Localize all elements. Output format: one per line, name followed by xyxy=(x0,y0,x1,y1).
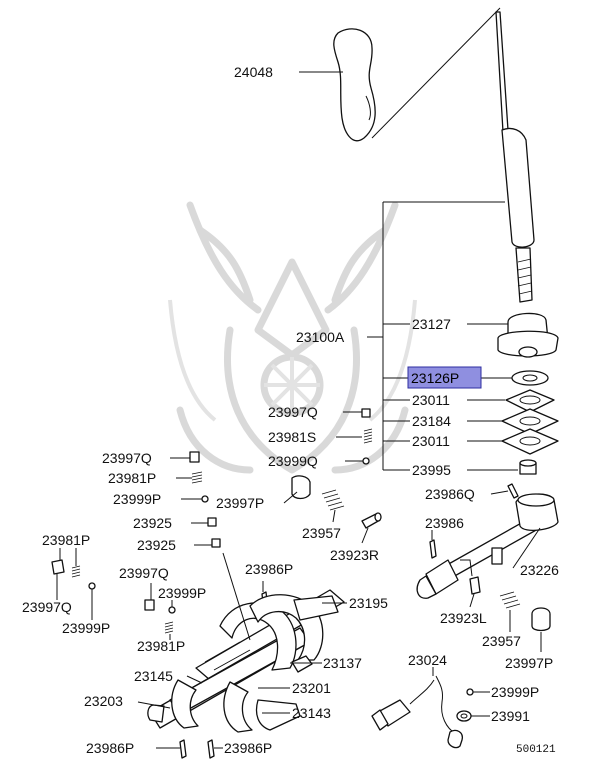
label-23997Q-far[interactable]: 23997Q xyxy=(22,599,72,615)
label-23923R[interactable]: 23923R xyxy=(330,547,379,563)
small-parts-center-left xyxy=(144,583,176,640)
label-23184[interactable]: 23184 xyxy=(412,413,451,429)
watermark-emblem xyxy=(168,201,417,474)
label-23999P-bottom-right[interactable]: 23999P xyxy=(491,684,539,700)
detent-parts-right xyxy=(469,576,551,652)
part-labels: 24048 23100A 23127 23126P 23011 23184 23… xyxy=(22,64,559,756)
label-23981S[interactable]: 23981S xyxy=(268,429,316,445)
label-23997Q-center[interactable]: 23997Q xyxy=(119,565,169,581)
label-23997Q-top[interactable]: 23997Q xyxy=(268,404,318,420)
label-23923L[interactable]: 23923L xyxy=(440,610,487,626)
label-23143[interactable]: 23143 xyxy=(292,705,331,721)
label-23957-right[interactable]: 23957 xyxy=(482,633,521,649)
label-23999P-far[interactable]: 23999P xyxy=(62,620,110,636)
label-23997P-right[interactable]: 23997P xyxy=(505,655,553,671)
label-23986P-bottom-left[interactable]: 23986P xyxy=(86,740,134,756)
label-23145[interactable]: 23145 xyxy=(134,668,173,684)
shift-fork-assembly xyxy=(147,589,345,733)
label-23991[interactable]: 23991 xyxy=(491,708,530,724)
label-23024[interactable]: 23024 xyxy=(408,652,447,668)
selector-shaft xyxy=(416,493,559,599)
pins-bottom xyxy=(156,739,223,759)
small-parts-left xyxy=(170,451,311,548)
shift-knob xyxy=(333,28,376,142)
label-23981P-far[interactable]: 23981P xyxy=(42,532,90,548)
label-23201[interactable]: 23201 xyxy=(292,680,331,696)
label-24048[interactable]: 24048 xyxy=(234,64,273,80)
label-23957-mid[interactable]: 23957 xyxy=(302,525,341,541)
label-23226[interactable]: 23226 xyxy=(520,562,559,578)
label-23997P-mid[interactable]: 23997P xyxy=(216,495,264,511)
label-23986-right[interactable]: 23986 xyxy=(425,515,464,531)
label-23999P-left[interactable]: 23999P xyxy=(113,491,161,507)
label-23997Q-left[interactable]: 23997Q xyxy=(102,450,152,466)
label-23203[interactable]: 23203 xyxy=(84,693,123,709)
label-23126P[interactable]: 23126P xyxy=(411,370,459,386)
label-23999P-center[interactable]: 23999P xyxy=(158,585,206,601)
label-23986P-bottom-right[interactable]: 23986P xyxy=(224,740,272,756)
shift-lever xyxy=(495,11,559,358)
label-23999Q[interactable]: 23999Q xyxy=(268,453,318,469)
highlight-23126P xyxy=(407,366,482,389)
label-23137[interactable]: 23137 xyxy=(323,655,362,671)
label-23100A[interactable]: 23100A xyxy=(296,329,345,345)
label-23925-a[interactable]: 23925 xyxy=(133,515,172,531)
label-23995[interactable]: 23995 xyxy=(412,462,451,478)
lever-plates xyxy=(501,370,559,475)
diagram-reference-number: 500121 xyxy=(516,744,556,756)
label-23011-b[interactable]: 23011 xyxy=(412,433,450,449)
label-23981P-center[interactable]: 23981P xyxy=(137,638,185,654)
label-23925-b[interactable]: 23925 xyxy=(137,537,176,553)
label-23986Q[interactable]: 23986Q xyxy=(425,486,475,502)
small-parts-upper xyxy=(336,408,373,465)
switch-harness xyxy=(371,667,490,749)
label-23981P-left[interactable]: 23981P xyxy=(108,470,156,486)
detent-parts-middle xyxy=(321,489,382,544)
label-23986P-mid[interactable]: 23986P xyxy=(245,561,293,577)
label-23127[interactable]: 23127 xyxy=(412,316,451,332)
label-23011-a[interactable]: 23011 xyxy=(412,392,450,408)
label-23195[interactable]: 23195 xyxy=(349,595,388,611)
small-parts-far-left xyxy=(51,548,96,620)
